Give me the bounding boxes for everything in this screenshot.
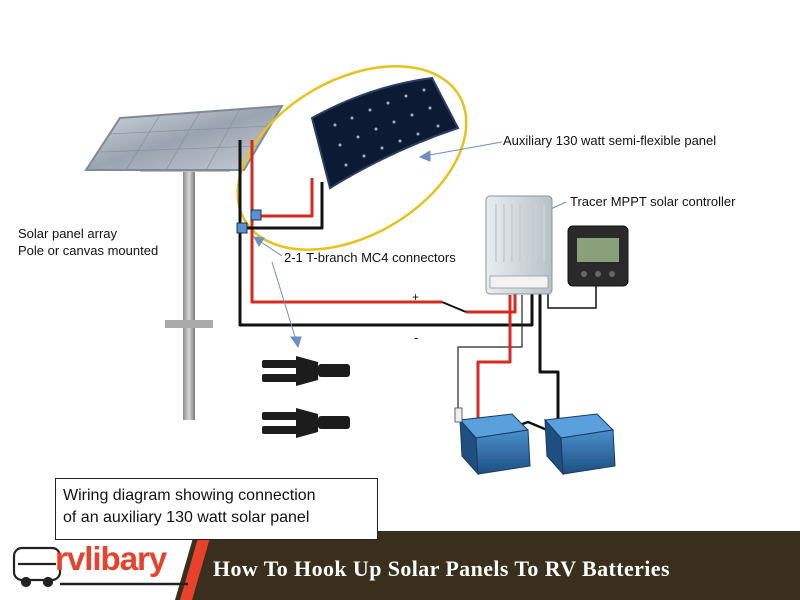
battery-bank (454, 407, 616, 476)
battery-2-front (560, 429, 616, 475)
connectors-label: 2-1 T-branch MC4 connectors (284, 250, 456, 265)
controller-heatsink-fins (495, 204, 545, 262)
negative-label: - (414, 330, 419, 345)
aux-positive-wire (260, 178, 314, 218)
pole (183, 170, 195, 420)
brand-logo: rvlibary (55, 540, 167, 577)
battery-sense-wire (457, 295, 523, 408)
aux-negative-wire (246, 182, 324, 230)
controller-label: Tracer MPPT solar controller (570, 194, 736, 209)
battery-positive-wire (476, 295, 512, 418)
panel-grid-lines (99, 108, 271, 171)
banner-dark-strip (175, 531, 800, 600)
battery-1-front (475, 429, 531, 475)
display-cable (547, 286, 597, 309)
aux-panel-label: Auxiliary 130 watt semi-flexible panel (503, 133, 717, 148)
positive-label: + (412, 290, 420, 304)
array-label-line1: Solar panel array (18, 226, 117, 241)
auxiliary-flexible-panel (310, 76, 460, 190)
mc4-connector-icon (236, 222, 248, 234)
pole-bracket (165, 320, 213, 328)
caption-box: Wiring diagram showing connection of an … (55, 478, 378, 540)
caption-line2: of an auxiliary 130 watt solar panel (63, 509, 310, 526)
array-positive-wire (250, 140, 442, 304)
remote-meter-screen (577, 238, 619, 262)
flexible-panel-body (310, 76, 460, 190)
banner (0, 531, 800, 600)
array-label-line2: Pole or canvas mounted (18, 243, 159, 258)
rv-logo-icon (12, 546, 62, 588)
remote-meter (567, 225, 629, 287)
mc4-t-branch-connectors (262, 356, 350, 438)
caption-line1: Wiring diagram showing connection (63, 487, 316, 504)
controller-terminal-block (489, 275, 549, 289)
disconnect-switch (441, 301, 467, 313)
highlight-ellipse (236, 65, 468, 251)
mppt-controller (485, 195, 553, 295)
panel-cell-dots (333, 88, 440, 167)
pole-mounted-solar-array (84, 104, 284, 420)
banner-title: How To Hook Up Solar Panels To RV Batter… (213, 556, 670, 581)
mc4-connector-icon (250, 209, 262, 221)
battery-negative-wire (538, 292, 560, 420)
positive-wire-after-switch (466, 290, 517, 314)
